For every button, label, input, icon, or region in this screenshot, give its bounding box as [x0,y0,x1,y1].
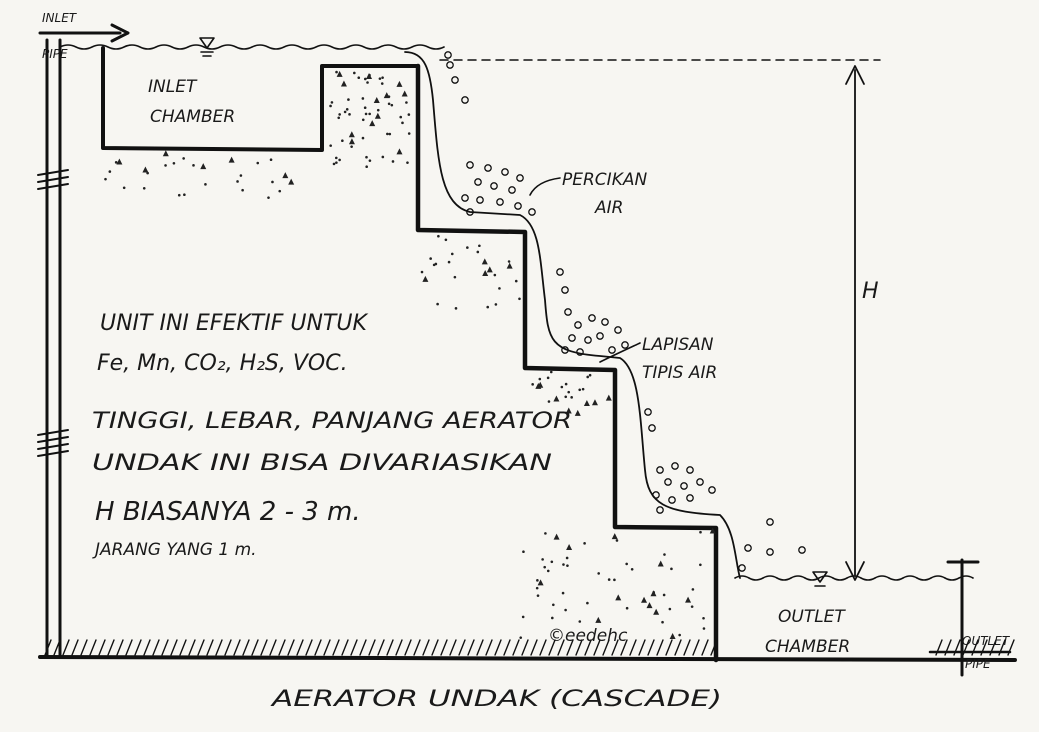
notes-block: UNIT INI EFEKTIF UNTUK Fe, Mn, CO₂, H₂S,… [92,311,572,560]
water-surface-top [59,44,445,50]
percikan-label: AIR [594,198,623,218]
outlet-chamber-label: OUTLET [778,607,846,627]
diagram-title: AERATOR UNDAK (CASCADE) [269,687,722,712]
ground [38,639,1017,662]
thin-water-film [404,51,741,579]
inlet-chamber-label: INLET [148,77,198,97]
outlet-pipe-label: OUTLET [962,634,1011,648]
inlet-pipe: INLET PIPE [38,11,130,61]
percikan-air-callout: PERCIKAN AIR [529,170,647,218]
cascade-steps [415,63,719,663]
lapisan-tipis-air-callout: LAPISAN TIPIS AIR [599,335,717,383]
water-surface-bottom [734,575,974,581]
inlet-chamber-label: CHAMBER [150,107,235,127]
left-wall [37,38,69,657]
height-label: H [862,279,879,304]
note-line: UNIT INI EFEKTIF UNTUK [100,311,368,336]
inlet-pipe-label: PIPE [42,47,68,61]
note-line: JARANG YANG 1 m. [92,540,257,560]
note-line: H BIASANYA 2 - 3 m. [95,497,361,527]
concrete-fill [104,70,716,640]
arrow-icon [110,23,130,43]
note-line: Fe, Mn, CO₂, H₂S, VOC. [97,351,348,376]
note-line: UNDAK INI BISA DIVARIASIKAN [92,451,552,476]
inlet-chamber: INLET CHAMBER [101,46,420,152]
outlet-pipe-label: PIPE [965,657,991,671]
water-spray-bubbles [444,51,806,572]
outlet-chamber-label: CHAMBER [765,637,850,657]
lapisan-label: LAPISAN [642,335,714,355]
height-dimension: H [845,65,879,581]
water-level-triangle-icon [199,37,215,57]
note-line: TINGGI, LEBAR, PANJANG AERATOR [92,409,572,434]
copyright-label: ©eedehc [548,626,628,646]
water-level-triangle-icon [812,571,828,587]
lapisan-label: TIPIS AIR [642,363,717,383]
percikan-label: PERCIKAN [562,170,647,190]
inlet-pipe-label: INLET [42,11,78,25]
outlet-chamber: OUTLET CHAMBER OUTLET PIPE [734,558,1012,677]
break-mark-icon [37,169,69,457]
